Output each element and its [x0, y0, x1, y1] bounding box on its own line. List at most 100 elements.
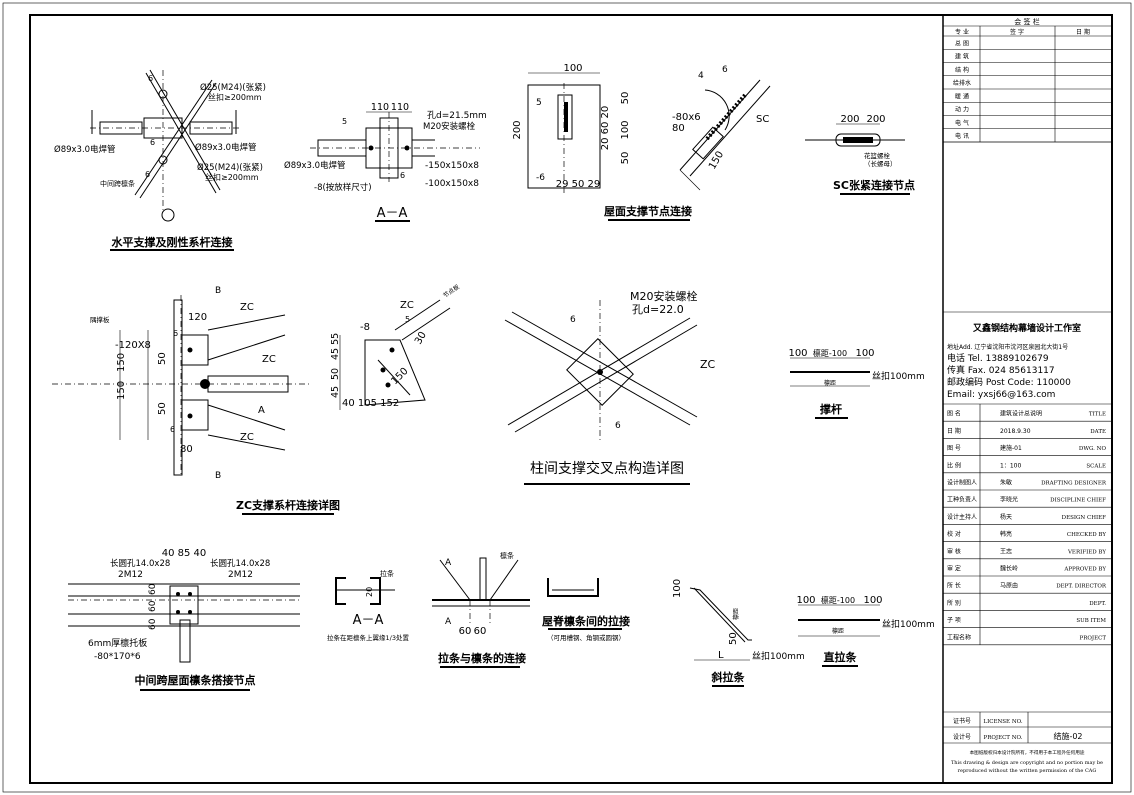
- d8-zc: ZC: [700, 358, 716, 371]
- inner-frame: [29, 14, 1113, 784]
- d6-label-top: 隅撑板: [90, 315, 110, 324]
- d8-hole: 孔d=22.0: [632, 303, 684, 316]
- d3-n5: 5: [536, 98, 542, 108]
- title-row-en: DESIGN CHIEF: [1062, 515, 1107, 521]
- title-row-label: 比 例: [947, 461, 961, 469]
- detail-a-a-purlin: 拉条 20 A－A 拉条在距檩条上翼缘1/3处置: [327, 569, 409, 642]
- d8-n6b: 6: [615, 421, 621, 431]
- title-row-en: DISCIPLINE CHIEF: [1050, 498, 1106, 504]
- d12-lab: 檩条: [500, 551, 514, 560]
- title-row-label: 校 对: [947, 530, 961, 538]
- d10-s2: 2M12: [118, 570, 143, 580]
- d11-note: 拉条在距檩条上翼缘1/3处置: [327, 633, 409, 642]
- d3-v50a: 50: [620, 92, 631, 105]
- d10-s3: 长圆孔14.0x28: [210, 558, 270, 569]
- signature-row-label: 结 构: [955, 66, 969, 74]
- title-row-en: VERIFIED BY: [1067, 549, 1106, 555]
- d8-title: 柱间支撑交叉点构造详图: [530, 460, 684, 477]
- title-row-value: 朱敏: [1000, 479, 1012, 487]
- d8-bolt: M20安装螺栓: [630, 289, 698, 303]
- license-label: 证书号: [953, 717, 971, 725]
- d12-a1: A: [445, 558, 452, 568]
- title-row-value: 魏长岭: [1000, 565, 1018, 573]
- d1-n6c: 6: [145, 170, 150, 179]
- d9-rt: 丝扣100mm: [872, 370, 925, 382]
- d13-title: 屋脊檩条间的拉接: [542, 614, 630, 628]
- d6-pl: -120X8: [115, 340, 151, 351]
- title-row-en: SUB ITEM: [1076, 618, 1106, 624]
- d9-d2: 檩距-100: [813, 348, 847, 358]
- title-row-label: 子 项: [947, 617, 961, 624]
- d3-w: 100: [563, 63, 582, 74]
- project-no-label: 设计号: [953, 733, 971, 741]
- company-fax: 传真 Fax. 024 85613117: [947, 364, 1055, 376]
- d6-zc2: ZC: [262, 354, 276, 365]
- copyright-cn: 本图纸版权归本设计院所有，不得用于本工程外任何用途: [970, 749, 1085, 756]
- project-no-value: 结施-02: [1053, 731, 1082, 741]
- d7-w: 40 105 152: [342, 398, 399, 409]
- title-row-value: 建施-01: [1000, 444, 1022, 452]
- d7-l2: 30: [413, 330, 429, 347]
- d10-top: 40 85 40: [162, 548, 207, 559]
- d10-s4: 2M12: [228, 570, 253, 580]
- title-row-en: DEPT. DIRECTOR: [1056, 584, 1107, 590]
- d3-v100: 100: [620, 120, 631, 139]
- d11-v: 20: [365, 587, 374, 597]
- d14-rt: 丝扣100mm: [752, 650, 805, 662]
- d13-sub: （可用槽钢、角钢或圆钢）: [547, 633, 625, 642]
- d2-bolt: M20安装螺栓: [423, 121, 476, 132]
- title-row-label: 所 别: [947, 599, 961, 607]
- d4-n4: 4: [698, 71, 704, 81]
- d2-p2: -100x150x8: [425, 179, 479, 189]
- d6-dim120: 120: [188, 312, 207, 323]
- signature-row-label: 电 气: [955, 119, 969, 127]
- title-row-en: DEPT.: [1089, 601, 1106, 607]
- d1-l3: Ø89x3.0电焊管: [54, 144, 116, 155]
- d15-d2: 檩距-100: [821, 595, 855, 605]
- d1-n6a: 6: [148, 74, 153, 83]
- title-row-value: 王志: [1000, 547, 1012, 555]
- detail-gusset-plate: ZC 节点板 -8 45 55 50 45 40 105 152 150 30 …: [330, 283, 461, 410]
- title-row-en: CHECKED BY: [1067, 532, 1106, 538]
- d10-title: 中间跨屋面檩条搭接节点: [135, 673, 256, 687]
- detail-a-a: 110 110 孔d=21.5mm M20安装螺栓 Ø89x3.0电焊管 -15…: [284, 102, 487, 222]
- d10-p1: 6mm厚檩托板: [88, 637, 147, 649]
- license-block: 证书号 LICENSE NO. 设计号 PROJECT NO. 结施-02 本图…: [943, 711, 1112, 774]
- d2-pipe: Ø89x3.0电焊管: [284, 160, 346, 171]
- d6-b2: B: [215, 471, 221, 481]
- title-row-label: 设计主持人: [947, 513, 977, 521]
- title-row-en: APPROVED BY: [1063, 567, 1106, 573]
- d2-n6: 6: [400, 171, 405, 180]
- title-row-label: 图 号: [947, 445, 961, 452]
- d1-l4: Ø89x3.0电焊管: [195, 142, 257, 153]
- signature-row-label: 建 筑: [955, 53, 969, 61]
- d3-n6: -6: [536, 173, 545, 183]
- company-tel: 电话 Tel. 13889102679: [947, 352, 1049, 364]
- d6-bot80: 80: [180, 444, 193, 455]
- company-email: Email: yxsj66@163.com: [947, 390, 1055, 400]
- d14-title: 斜拉条: [711, 670, 746, 684]
- d11-title: A－A: [353, 613, 384, 628]
- copyright-en-1: This drawing & design are copyright and …: [951, 760, 1103, 766]
- d8-n6a: 6: [570, 315, 576, 325]
- d5-d2: 200: [866, 114, 885, 125]
- d5-d1: 200: [840, 114, 859, 125]
- d6-v50: 50: [157, 352, 168, 365]
- d6-h150b: 150: [116, 381, 127, 400]
- title-row-label: 工程名称: [947, 633, 971, 641]
- d6-zc3: ZC: [240, 432, 254, 443]
- d7-zc: ZC: [400, 300, 414, 311]
- signature-row-label: 暖 通: [955, 92, 969, 100]
- title-row-label: 审 定: [947, 565, 961, 573]
- signature-row-label: 电 讯: [955, 132, 969, 140]
- d10-v2: 60: [148, 600, 158, 612]
- d1-l6: 丝扣≥200mm: [205, 172, 259, 182]
- d3-h: 200: [512, 120, 523, 139]
- d5-title: SC张紧连接节点: [833, 178, 915, 192]
- d14-v50: 50: [728, 632, 739, 645]
- d9-title: 撑杆: [820, 402, 842, 416]
- d2-n5: 5: [342, 117, 347, 126]
